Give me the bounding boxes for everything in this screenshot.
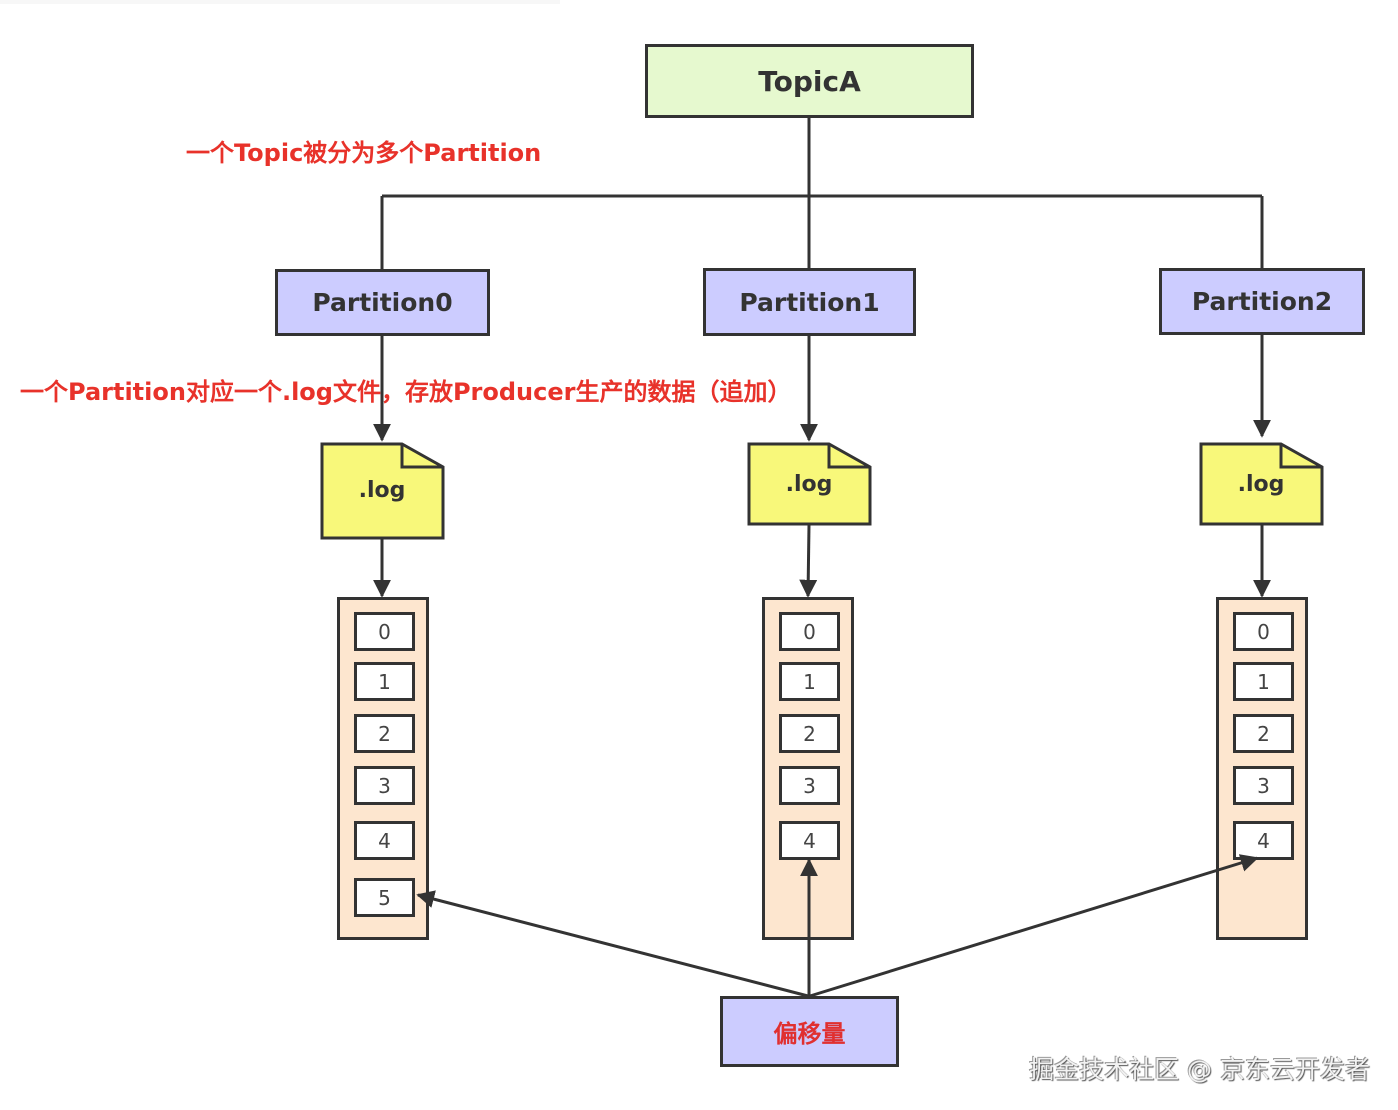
offset-cell: 3 — [354, 766, 415, 805]
offset-cell: 0 — [779, 612, 840, 651]
offset-cell: 2 — [1233, 714, 1294, 753]
note-partition-log: 一个Partition对应一个.log文件，存放Producer生产的数据（追加… — [20, 378, 792, 406]
offset-cell: 4 — [354, 821, 415, 860]
offset-cell: 2 — [779, 714, 840, 753]
topic-label: TopicA — [758, 64, 861, 98]
offset-box: 偏移量 — [720, 996, 899, 1067]
log-file-label-1: .log — [785, 472, 833, 497]
offset-cell: 5 — [354, 878, 415, 917]
log-file-shape-1 — [747, 442, 872, 526]
offset-cell: 4 — [779, 821, 840, 860]
partition-label: Partition2 — [1191, 287, 1333, 316]
partition-label: Partition1 — [739, 287, 880, 317]
topic-box: TopicA — [645, 44, 974, 118]
offset-label: 偏移量 — [773, 1020, 846, 1048]
watermark: 掘金技术社区 @ 京东云开发者 — [1029, 1055, 1370, 1084]
offset-cell: 3 — [1233, 766, 1294, 805]
partition-box-1: Partition1 — [703, 268, 916, 336]
partition-box-0: Partition0 — [275, 269, 490, 336]
log-file-label-0: .log — [358, 478, 406, 503]
log-segment-1: 0 1 2 3 4 — [762, 597, 854, 940]
offset-cell: 0 — [354, 612, 415, 651]
log-segment-2: 0 1 2 3 4 — [1216, 597, 1308, 940]
arrow-log1-seg — [799, 524, 818, 598]
partition-label: Partition0 — [312, 288, 453, 317]
offset-cell: 4 — [1233, 821, 1294, 860]
offset-cell: 1 — [1233, 662, 1294, 701]
note-topic-split: 一个Topic被分为多个Partition — [186, 139, 542, 167]
log-file-shape-2 — [1199, 442, 1324, 526]
log-file-label-2: .log — [1237, 472, 1285, 497]
offset-cell: 3 — [779, 766, 840, 805]
offset-cell: 0 — [1233, 612, 1294, 651]
offset-cell: 1 — [354, 662, 415, 701]
partition-box-2: Partition2 — [1159, 268, 1365, 335]
offset-cell: 1 — [779, 662, 840, 701]
top-bar — [0, 0, 560, 4]
offset-cell: 2 — [354, 714, 415, 753]
log-segment-0: 0 1 2 3 4 5 — [337, 597, 429, 940]
